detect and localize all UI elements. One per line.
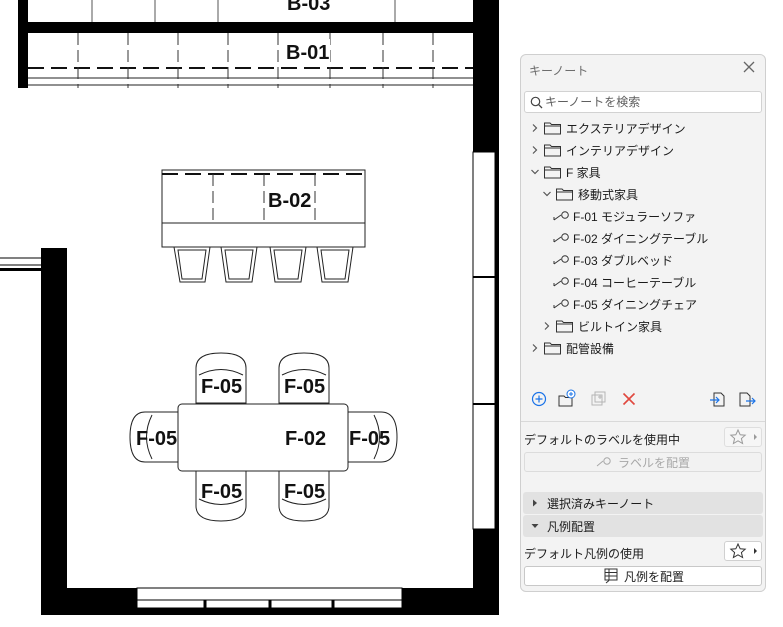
tree-item-label: F-01 モジュラーソファ (573, 209, 697, 224)
star-icon (729, 542, 757, 559)
add-keynote-icon[interactable] (529, 389, 549, 409)
folder-icon (544, 122, 561, 134)
folder-icon (544, 166, 561, 178)
chevron-right-icon[interactable] (529, 122, 541, 134)
folder-icon (544, 342, 561, 354)
tree-item-label: F-03 ダブルベッド (573, 253, 674, 268)
tree-item-label: F-05 ダイニングチェア (573, 297, 698, 312)
export-icon[interactable] (737, 389, 757, 409)
star-icon (729, 428, 757, 445)
place-label-text: ラベルを配置 (617, 455, 690, 470)
tree-keynote[interactable]: F-02 ダイニングテーブル (553, 227, 708, 249)
legend-favorite-button[interactable] (724, 541, 762, 561)
label-b01[interactable]: B-01 (286, 42, 329, 64)
label-favorite-button[interactable] (724, 427, 762, 447)
cabinet-b01[interactable] (28, 33, 473, 88)
default-label-text: デフォルトのラベルを使用中 (524, 433, 681, 447)
divider (521, 421, 765, 422)
floor-plan-canvas[interactable]: B-03 B-01 (0, 0, 520, 627)
tree-item-label: 移動式家具 (578, 187, 639, 202)
triangle-down-icon (531, 524, 539, 528)
default-legend-text: デフォルト凡例の使用 (524, 547, 645, 561)
bar-stools[interactable] (173, 246, 354, 283)
tree-item-label: インテリアデザイン (566, 143, 675, 158)
label-f05-right[interactable]: F-05 (349, 428, 390, 450)
keynote-icon (553, 255, 569, 265)
keynote-toolbar (521, 385, 765, 415)
chevron-right-icon[interactable] (541, 320, 553, 332)
import-icon[interactable] (708, 389, 728, 409)
folder-icon (556, 320, 573, 332)
right-wall (472, 0, 499, 615)
upper-room (18, 0, 473, 88)
tree-folder[interactable]: ビルトイン家具 (541, 315, 662, 337)
search-box (524, 91, 762, 113)
tree-item-label: 配管設備 (566, 341, 615, 356)
dining-chairs[interactable] (129, 352, 398, 522)
selected-keynotes-section[interactable]: 選択済みキーノート (523, 492, 763, 514)
label-b03[interactable]: B-03 (287, 0, 330, 15)
tree-item-label: エクステリアデザイン (566, 121, 686, 136)
chevron-down-icon[interactable] (529, 166, 541, 178)
label-f05-left[interactable]: F-05 (136, 428, 177, 450)
place-label-button[interactable]: ラベルを配置 (524, 452, 762, 472)
triangle-right-icon (533, 499, 537, 507)
duplicate-icon[interactable] (588, 389, 608, 409)
keynote-icon (553, 211, 569, 221)
label-b02[interactable]: B-02 (268, 190, 311, 212)
legend-icon (604, 568, 618, 584)
label-f02[interactable]: F-02 (285, 428, 326, 450)
label-f05-bottom-right[interactable]: F-05 (284, 481, 325, 503)
folder-icon (544, 144, 561, 156)
bottom-wall (41, 587, 499, 615)
tree-item-label: ビルトイン家具 (578, 319, 663, 334)
tree-keynote[interactable]: F-04 コーヒーテーブル (553, 271, 696, 293)
label-f05-top-right[interactable]: F-05 (284, 376, 325, 398)
tree-folder[interactable]: 移動式家具 (541, 183, 638, 205)
tree-keynote[interactable]: F-03 ダブルベッド (553, 249, 673, 271)
place-legend-text: 凡例を配置 (623, 569, 684, 584)
tree-folder[interactable]: 配管設備 (529, 337, 614, 359)
tree-keynote[interactable]: F-01 モジュラーソファ (553, 205, 696, 227)
island-b02[interactable] (161, 169, 366, 248)
chevron-right-icon[interactable] (529, 144, 541, 156)
label-f05-bottom-left[interactable]: F-05 (201, 481, 242, 503)
tree-keynote[interactable]: F-05 ダイニングチェア (553, 293, 697, 315)
tree-item-label: F-04 コーヒーテーブル (573, 275, 697, 290)
chevron-right-icon[interactable] (529, 342, 541, 354)
label-f05-top-left[interactable]: F-05 (201, 376, 242, 398)
keynote-icon (553, 299, 569, 309)
search-icon (530, 96, 543, 109)
panel-title: キーノート (529, 64, 589, 78)
keynote-label-icon (596, 457, 611, 467)
folder-icon (556, 188, 573, 200)
tree-folder[interactable]: エクステリアデザイン (529, 117, 686, 139)
close-icon[interactable] (741, 59, 757, 75)
left-wall (0, 248, 67, 615)
dining-table-f02[interactable] (177, 403, 349, 472)
legend-section[interactable]: 凡例配置 (523, 515, 763, 537)
legend-section-title: 凡例配置 (547, 519, 596, 534)
add-folder-icon[interactable] (557, 389, 577, 409)
delete-icon[interactable] (619, 389, 639, 409)
keynote-icon (553, 277, 569, 287)
tree-folder[interactable]: F 家具 (529, 161, 601, 183)
tree-folder[interactable]: インテリアデザイン (529, 139, 674, 161)
place-legend-button[interactable]: 凡例を配置 (524, 566, 762, 586)
tree-item-label: F 家具 (566, 165, 601, 180)
selected-keynotes-title: 選択済みキーノート (547, 496, 655, 511)
chevron-down-icon[interactable] (541, 188, 553, 200)
search-input[interactable] (545, 94, 757, 110)
keynote-icon (553, 233, 569, 243)
tree-item-label: F-02 ダイニングテーブル (573, 231, 709, 246)
